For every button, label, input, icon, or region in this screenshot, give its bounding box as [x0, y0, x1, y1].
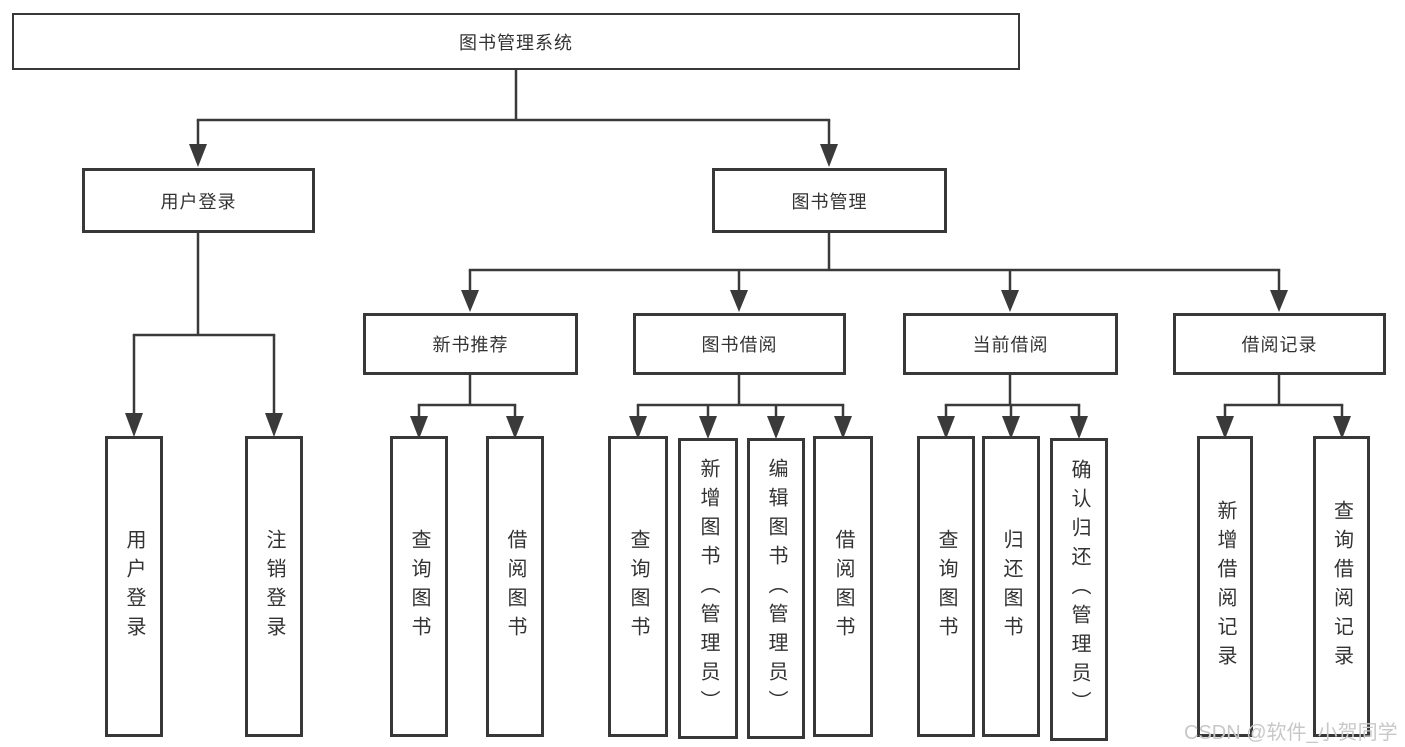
- node-library-management-system: 图书管理系统: [12, 13, 1020, 70]
- node-borrowing-records: 借阅记录: [1173, 313, 1386, 375]
- node-label: 归还图书: [1000, 528, 1022, 645]
- node-label: 查询借阅记录: [1330, 499, 1353, 674]
- node-label: 图书管理系统: [459, 32, 573, 53]
- node-label: 查询图书: [408, 528, 430, 645]
- node-label: 查询图书: [627, 528, 649, 645]
- node-label: 确认归还（管理员）: [1068, 459, 1090, 720]
- node-label: 图书管理: [791, 191, 868, 212]
- leaf-confirm-return-admin: 确认归还（管理员）: [1050, 438, 1108, 741]
- leaf-return-books: 归还图书: [982, 436, 1040, 737]
- node-label: 新增借阅记录: [1214, 499, 1236, 674]
- csdn-watermark: CSDN @软件_小贺同学: [1184, 722, 1398, 744]
- leaf-logout: 注销登录: [245, 436, 303, 737]
- node-label: 查询图书: [935, 528, 957, 645]
- node-label: 当前借阅: [972, 335, 1049, 355]
- node-label: 注销登录: [263, 528, 285, 645]
- leaf-add-borrow-record: 新增借阅记录: [1197, 436, 1253, 737]
- node-label: 新增图书（管理员）: [697, 458, 719, 719]
- leaf-query-books-borrow: 查询图书: [608, 436, 668, 737]
- leaf-user-login: 用户登录: [105, 436, 163, 737]
- leaf-borrow-books: 借阅图书: [813, 436, 873, 737]
- node-label: 借阅图书: [832, 528, 854, 645]
- node-label: 借阅记录: [1241, 335, 1318, 355]
- leaf-query-books-current: 查询图书: [917, 436, 975, 737]
- leaf-edit-books-admin: 编辑图书（管理员）: [747, 438, 805, 739]
- node-label: 借阅图书: [504, 528, 526, 645]
- node-label: 编辑图书（管理员）: [765, 458, 787, 719]
- leaf-add-books-admin: 新增图书（管理员）: [678, 438, 738, 739]
- node-label: 用户登录: [160, 191, 237, 212]
- leaf-query-books-recommend: 查询图书: [390, 436, 448, 737]
- node-label: 新书推荐: [432, 335, 509, 355]
- node-book-management: 图书管理: [712, 168, 947, 233]
- node-new-book-recommend: 新书推荐: [363, 313, 578, 375]
- node-label: 图书借阅: [701, 335, 778, 355]
- node-current-borrowing: 当前借阅: [903, 313, 1118, 375]
- node-book-borrowing: 图书借阅: [633, 313, 846, 375]
- node-label: 用户登录: [123, 528, 145, 645]
- leaf-query-borrow-record: 查询借阅记录: [1313, 436, 1370, 737]
- node-user-login: 用户登录: [82, 168, 315, 233]
- leaf-borrow-books-recommend: 借阅图书: [486, 436, 544, 737]
